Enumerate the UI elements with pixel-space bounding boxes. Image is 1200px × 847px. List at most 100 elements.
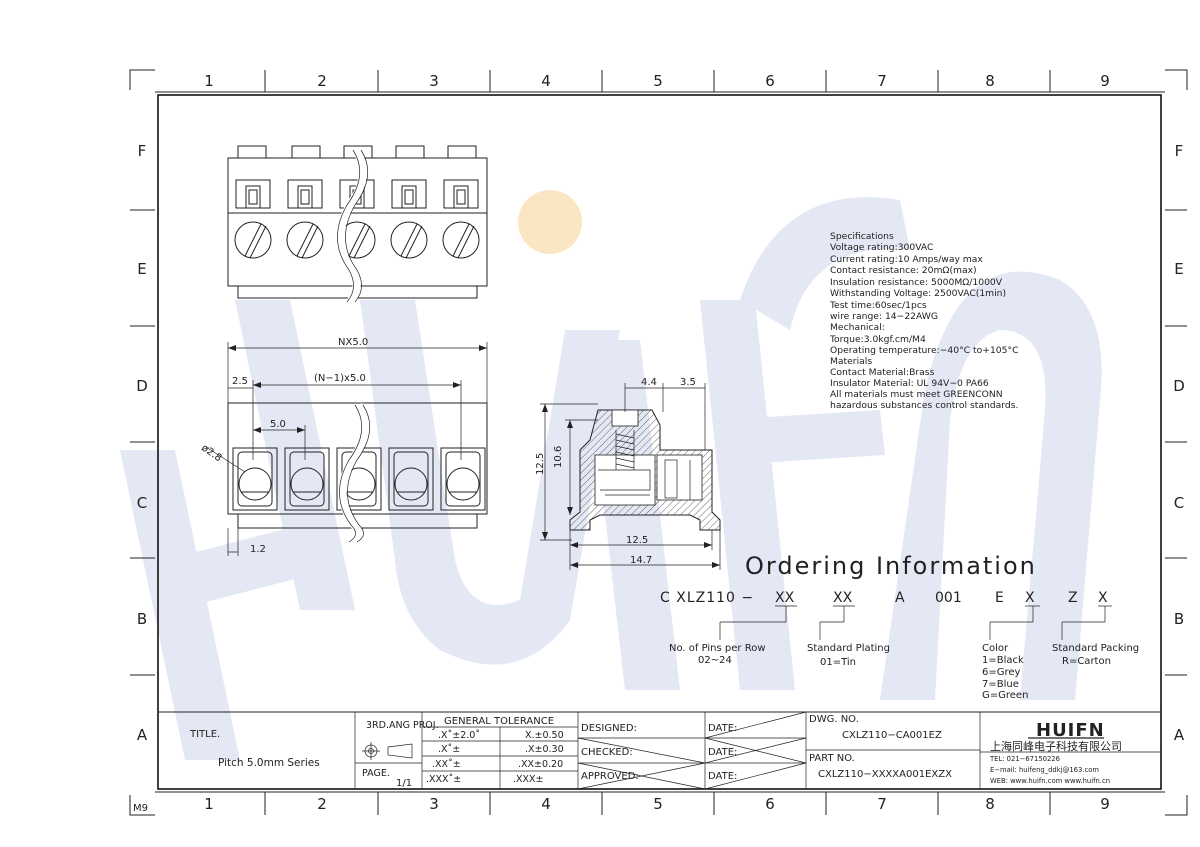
plating-title: Standard Plating xyxy=(807,643,890,654)
part-label: PART NO. xyxy=(809,753,855,764)
code-z: Z xyxy=(1068,590,1078,606)
tolerance-cell: .X±0.30 xyxy=(525,744,564,755)
dim-2-5: 2.5 xyxy=(232,376,248,387)
color-option: 1=Black xyxy=(982,655,1024,666)
spec-line: Voltage rating:300VAC xyxy=(830,242,933,253)
designed-label: DESIGNED: xyxy=(581,723,637,734)
row-label: A xyxy=(137,726,148,744)
spec-line: All materials must meet GREENCONN xyxy=(830,389,1003,400)
dim-4-4: 4.4 xyxy=(641,377,657,388)
spec-line: Insulation resistance: 5000MΩ/1000V xyxy=(830,277,1003,288)
spec-line: hazardous substances control standards. xyxy=(830,400,1018,411)
row-label: A xyxy=(1174,726,1185,744)
projection-symbol xyxy=(362,742,413,760)
col-label: 5 xyxy=(653,72,663,90)
dim-12-5-h: 12.5 xyxy=(626,535,648,546)
spec-line: Torque:3.0kgf.cm/M4 xyxy=(829,334,926,345)
watermark-dot xyxy=(518,190,582,254)
company-name: 上海同峰电子科技有限公司 xyxy=(990,739,1122,753)
col-label: 9 xyxy=(1100,795,1110,813)
color-option: G=Green xyxy=(982,690,1028,701)
dim-1-2: 1.2 xyxy=(250,544,266,555)
col-label: 9 xyxy=(1100,72,1110,90)
company-web: WEB: www.huifn.com www.huifn.cn xyxy=(990,777,1110,785)
code-a: A xyxy=(895,590,905,606)
tolerance-cell: .X˚±2.0˚ xyxy=(438,730,480,741)
connector-front-view: NX5.0 (N−1)x5.0 2.5 5.0 ø2.8 1.2 xyxy=(199,337,488,556)
row-label: B xyxy=(137,610,147,628)
column-labels-bottom: 1 2 3 4 5 6 7 8 9 xyxy=(204,795,1110,813)
row-labels-left: F E D C B A xyxy=(136,142,148,744)
date-label: DATE: xyxy=(708,747,737,758)
spec-line: Contact resistance: 20mΩ(max) xyxy=(830,265,977,276)
pins-title: No. of Pins per Row xyxy=(669,643,766,654)
dwg-value: CXLZ110−CA001EZ xyxy=(842,730,942,741)
col-label: 7 xyxy=(877,72,887,90)
column-labels-top: 1 2 3 4 5 6 7 8 9 xyxy=(204,72,1110,90)
tolerance-cell: .XXX˚± xyxy=(426,774,461,785)
col-label: 3 xyxy=(429,795,439,813)
connector-side-view: 4.4 3.5 12.5 10.6 12.5 14.7 xyxy=(535,377,721,570)
col-label: 2 xyxy=(317,795,327,813)
company-tel: TEL: 021−67150226 xyxy=(989,755,1060,763)
ordering-title: Ordering Information xyxy=(745,552,1037,580)
color-option: 7=Blue xyxy=(982,679,1019,690)
company-email: E−mail: huifeng_ddkj@163.com xyxy=(990,766,1099,774)
spec-line: Mechanical: xyxy=(830,322,885,333)
row-label: E xyxy=(1174,260,1183,278)
approved-label: APPROVED: xyxy=(581,771,639,782)
specifications-block: Specifications Voltage rating:300VAC Cur… xyxy=(829,231,1018,411)
part-value: CXLZ110−XXXXA001EXZX xyxy=(818,769,952,780)
row-label: C xyxy=(1174,494,1184,512)
col-label: 5 xyxy=(653,795,663,813)
title-value: Pitch 5.0mm Series xyxy=(218,757,320,769)
col-label: 8 xyxy=(985,795,995,813)
pins-value: 02~24 xyxy=(698,655,732,666)
company-logo: HUIFN xyxy=(1036,720,1105,741)
dim-dia-2-8: ø2.8 xyxy=(199,443,223,465)
row-label: D xyxy=(136,377,148,395)
packing-value: R=Carton xyxy=(1062,656,1111,667)
code-plating: XX xyxy=(833,590,853,606)
row-label: C xyxy=(137,494,147,512)
code-packing: X xyxy=(1098,590,1108,606)
spec-line: Materials xyxy=(830,356,872,367)
date-label: DATE: xyxy=(708,771,737,782)
title-block: TITLE. Pitch 5.0mm Series 3RD.ANG PROJ. … xyxy=(158,711,1161,790)
sheet-frame xyxy=(129,69,1188,816)
code-001: 001 xyxy=(935,590,962,606)
packing-title: Standard Packing xyxy=(1052,643,1139,654)
tolerance-cell: .XX˚± xyxy=(432,759,461,770)
row-label: F xyxy=(1175,142,1184,160)
page-value: 1/1 xyxy=(396,778,412,789)
dim-10-6: 10.6 xyxy=(553,446,564,468)
col-label: 6 xyxy=(765,72,775,90)
connector-top-view xyxy=(227,145,488,305)
title-label: TITLE. xyxy=(189,729,220,740)
spec-line: Insulator Material: UL 94V−0 PA66 xyxy=(830,378,989,389)
spec-line: Specifications xyxy=(830,231,894,242)
spec-line: Operating temperature:−40°C to+105°C xyxy=(830,345,1018,356)
dim-5-0: 5.0 xyxy=(270,419,286,430)
plating-value: 01=Tin xyxy=(820,657,856,668)
code-pins: XX xyxy=(775,590,795,606)
row-label: B xyxy=(1174,610,1184,628)
row-label: F xyxy=(138,142,147,160)
row-labels-right: F E D C B A xyxy=(1173,142,1185,744)
spec-line: Contact Material:Brass xyxy=(830,367,935,378)
col-label: 7 xyxy=(877,795,887,813)
ordering-information: Ordering Information C XLZ110 − XX XX A … xyxy=(660,552,1139,701)
color-title: Color xyxy=(982,643,1009,654)
col-label: 3 xyxy=(429,72,439,90)
row-label: E xyxy=(137,260,146,278)
spec-line: wire range: 14−22AWG xyxy=(830,311,938,322)
col-label: 2 xyxy=(317,72,327,90)
col-label: 4 xyxy=(541,795,551,813)
col-label: 4 xyxy=(541,72,551,90)
dim-14-7: 14.7 xyxy=(630,555,652,566)
tolerance-cell: .X˚± xyxy=(438,744,460,755)
col-label: 8 xyxy=(985,72,995,90)
date-label: DATE: xyxy=(708,723,737,734)
col-label: 6 xyxy=(765,795,775,813)
